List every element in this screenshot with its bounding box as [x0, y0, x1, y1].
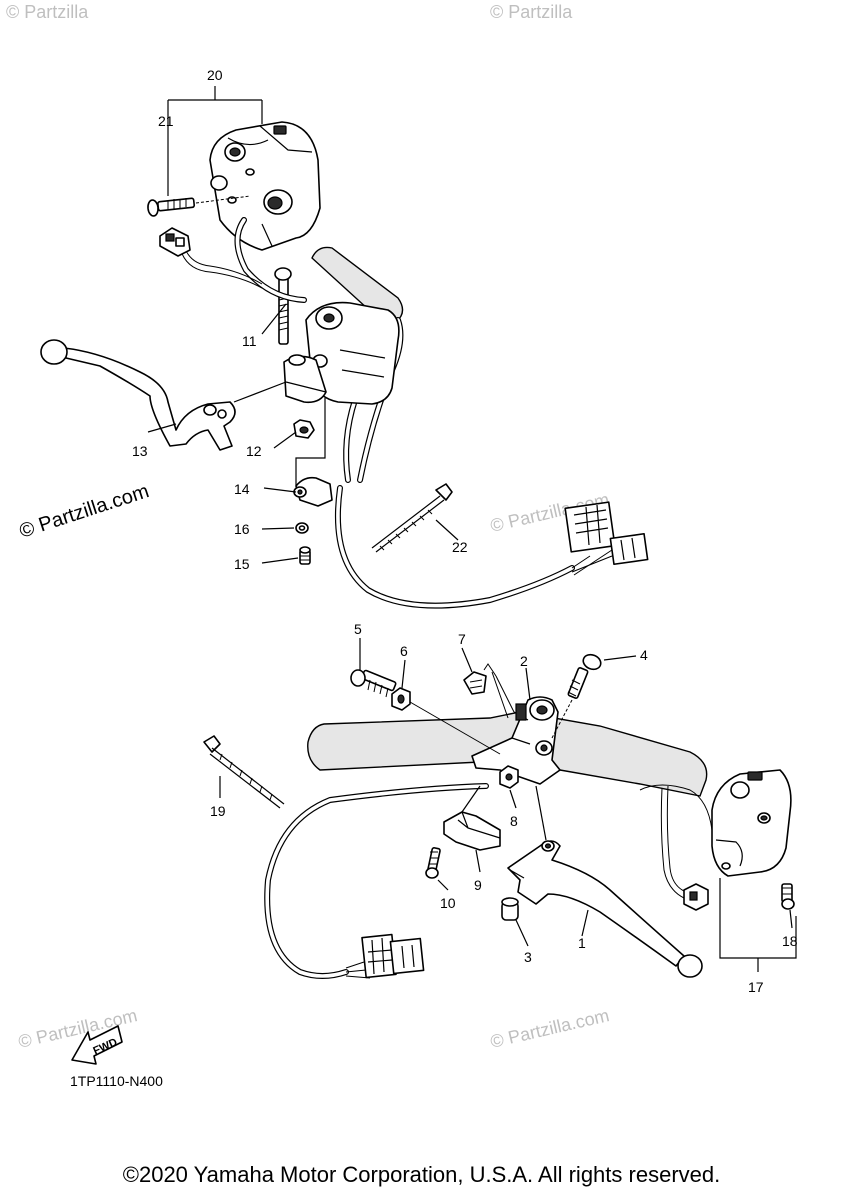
screw-15 — [299, 546, 311, 565]
nut-6 — [391, 687, 411, 711]
callout-15: 15 — [234, 556, 250, 572]
callouts: 20 21 11 13 12 14 16 15 22 5 6 7 2 4 19 … — [70, 67, 798, 1089]
callout-6: 6 — [400, 643, 408, 659]
callout-3: 3 — [524, 949, 532, 965]
cable-tie-19 — [203, 735, 285, 809]
copyright-notice: ©2020 Yamaha Motor Corporation, U.S.A. A… — [122, 1162, 721, 1187]
clutch-lever-1 — [507, 840, 703, 978]
callout-16: 16 — [234, 521, 250, 537]
callout-12: 12 — [246, 443, 262, 459]
watermark-top-center: © Partzilla — [490, 2, 573, 22]
callout-10: 10 — [440, 895, 456, 911]
nut-12 — [293, 419, 315, 439]
collar-3 — [501, 897, 519, 921]
watermark-bottom-right: © Partzilla.com — [488, 1005, 611, 1052]
callout-11: 11 — [242, 333, 257, 349]
callout-13: 13 — [132, 443, 148, 459]
callout-8: 8 — [510, 813, 518, 829]
callout-22: 22 — [452, 539, 468, 555]
screw-10 — [425, 847, 441, 879]
handlebar-switch-17 — [711, 769, 792, 877]
upper-assembly — [40, 121, 649, 609]
connector-lower — [345, 933, 425, 979]
watermark-partzilla: © Partzilla.com — [17, 480, 152, 543]
lower-assembly: FWD — [71, 653, 795, 1065]
leader-lines — [147, 86, 797, 972]
brake-lever-13 — [40, 339, 236, 451]
callout-14: 14 — [234, 481, 250, 497]
small-connector-lower — [683, 883, 709, 911]
callout-7: 7 — [458, 631, 466, 647]
parts-diagram: © Partzilla © Partzilla © Partzilla.com … — [6, 2, 798, 1089]
wire-clip — [159, 227, 191, 257]
diagram-code: 1TP1110-N400 — [70, 1073, 163, 1089]
callout-17: 17 — [748, 979, 764, 995]
cable-tie-22 — [371, 483, 453, 553]
connector-upper — [564, 501, 649, 576]
nut-8 — [499, 765, 519, 789]
screw-21 — [147, 195, 251, 217]
callout-20: 20 — [207, 67, 223, 83]
callout-4: 4 — [640, 647, 648, 663]
bolt-5 — [350, 669, 397, 698]
washer-16 — [295, 522, 309, 534]
clutch-switch-9 — [443, 811, 501, 851]
callout-19: 19 — [210, 803, 226, 819]
clutch-perch-2 — [471, 696, 561, 785]
watermark-top-left: © Partzilla — [6, 2, 89, 22]
bolt-11 — [274, 267, 292, 345]
watermark-bottom-left: © Partzilla.com — [16, 1005, 139, 1052]
bolt-4 — [551, 653, 602, 739]
callout-2: 2 — [520, 653, 528, 669]
brake-switch-14 — [293, 476, 333, 507]
callout-5: 5 — [354, 621, 362, 637]
callout-18: 18 — [782, 933, 798, 949]
callout-9: 9 — [474, 877, 482, 893]
screw-18 — [781, 883, 795, 910]
callout-21: 21 — [158, 113, 174, 129]
callout-1: 1 — [578, 935, 586, 951]
screw-7 — [463, 663, 515, 719]
handlebar-switch-20 — [209, 121, 321, 251]
